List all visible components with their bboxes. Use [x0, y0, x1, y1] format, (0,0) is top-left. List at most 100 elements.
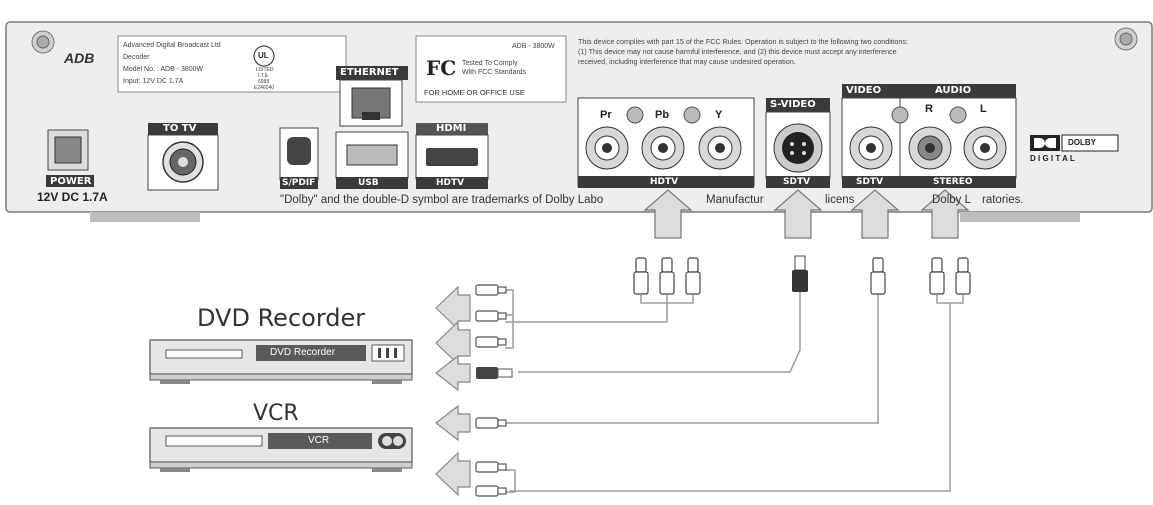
product-label-box [117, 35, 347, 93]
trademark-text-left: "Dolby" and the double-D symbol are trad… [280, 194, 604, 206]
dolby-logo: DOLBY [1068, 138, 1096, 147]
dvd-component-arrow2-icon [435, 320, 471, 366]
dvd-recorder-device [149, 339, 413, 384]
sdtv-video-label-bg [842, 176, 900, 188]
hdmi-hdtv-label: HDTV [436, 178, 465, 188]
usb-port-icon [335, 131, 409, 179]
power-spec: 12V DC 1.7A [37, 190, 108, 204]
component-hdtv-label: HDTV [650, 177, 679, 187]
dolby-double-d-icon [1030, 135, 1060, 151]
ethernet-label: ETHERNET [340, 67, 399, 78]
dvd-component-arrow-icon [435, 285, 471, 331]
fcc-line2: With FCC Standards [462, 69, 527, 76]
ul-sub1: LISTED [256, 67, 274, 73]
usb-label: USB [358, 178, 379, 188]
vcr-audio-arrow-icon [435, 451, 471, 497]
fcc-line1: Tested To Comply [462, 60, 518, 67]
l-label: L [980, 103, 987, 115]
trademark-text-end: ratories. [982, 194, 1024, 206]
ul-sub2: I.T.E. [258, 73, 270, 79]
input-arrows [643, 189, 970, 239]
audio-l-jack-icon [963, 126, 1007, 170]
power-label-bg [46, 175, 94, 187]
video-label: VIDEO [846, 85, 882, 96]
dvd-recorder-face-label: DVD Recorder [270, 347, 336, 358]
spdif-port-icon [279, 127, 319, 181]
y-label: Y [715, 109, 723, 121]
label-line1: Advanced Digital Broadcast Ltd [123, 42, 221, 49]
ul-sub3: 6988 [258, 79, 270, 85]
svideo-label: S-VIDEO [770, 99, 816, 110]
side-svideo-plug-icon [476, 367, 513, 379]
svideo-arrow-icon [773, 189, 823, 239]
coax-port-icon [162, 141, 204, 183]
ul-mark-icon [253, 45, 275, 67]
fcc-notice-1: This device complies with part 15 of the… [578, 37, 908, 46]
output-arrows [435, 285, 471, 497]
trademark-text-mid: Manufactur [706, 194, 764, 206]
svideo-sdtv-label-bg [766, 176, 830, 188]
label-line4: Input: 12V DC 1,7A [123, 78, 184, 85]
svideo-jack-icon [773, 123, 823, 173]
audio-label: AUDIO [935, 85, 972, 96]
audio-label-bg [900, 84, 1016, 98]
vcr-video-arrow-icon [435, 404, 471, 442]
usb-label-bg [336, 177, 408, 189]
component-hdtv-label-bg [578, 176, 754, 188]
ul-mark: UL [258, 51, 269, 60]
sdtv-video-label: SDTV [856, 177, 884, 187]
svideo-plug-icon [792, 255, 808, 292]
fcc-model: ADB - 3800W [512, 43, 555, 50]
fcc-notice-3: received, including interference that ma… [578, 57, 796, 66]
svideo-sdtv-label: SDTV [783, 177, 811, 187]
to-tv-label: TO TV [163, 123, 197, 134]
left-screw-icon [31, 30, 55, 54]
dvd-recorder-title: DVD Recorder [197, 304, 366, 332]
hdmi-label: HDMI [436, 123, 467, 134]
to-tv-label-bg [148, 123, 218, 135]
dolby-sub: D I G I T A L [1030, 154, 1075, 163]
ul-sub4: E246040 [254, 85, 275, 91]
trademark-text-mid2: licens [825, 194, 855, 206]
composite-video-jack-icon [849, 126, 893, 170]
vcr-face-label: VCR [308, 435, 330, 446]
right-screw-icon [1114, 27, 1138, 51]
stereo-label-bg [900, 176, 1016, 188]
hdmi-hdtv-label-bg [416, 177, 488, 189]
hdmi-port-icon [415, 134, 489, 180]
hdmi-label-bg [416, 123, 488, 135]
spdif-label: S/PDIF [282, 178, 316, 188]
spdif-label-bg [280, 177, 318, 189]
component-y-jack-icon [698, 126, 742, 170]
r-label: R [925, 103, 933, 115]
vcr-title: VCR [253, 401, 299, 426]
cables [498, 289, 964, 493]
label-line2: Decoder [123, 54, 150, 61]
dvd-svideo-arrow-icon [435, 354, 471, 392]
audio-arrow-icon [920, 189, 970, 239]
video-label-bg [842, 84, 900, 98]
rear-panel [5, 21, 1153, 222]
rca-plugs [633, 257, 971, 295]
component-pr-jack-icon [585, 126, 629, 170]
fcc-label-box [415, 35, 567, 103]
component-arrow-icon [643, 189, 693, 239]
ethernet-label-bg [336, 66, 408, 80]
pr-label: Pr [600, 109, 612, 121]
component-pb-jack-icon [641, 126, 685, 170]
power-jack-icon [47, 129, 89, 171]
fcc-logo: FC [426, 56, 457, 80]
pb-label: Pb [655, 109, 670, 121]
svideo-label-bg [766, 98, 830, 112]
ethernet-port-icon [339, 79, 403, 127]
side-plugs [475, 284, 507, 497]
vcr-device [149, 427, 413, 472]
audio-r-jack-icon [908, 126, 952, 170]
adb-logo: ADB [64, 50, 95, 66]
trademark-text-right: Dolby L [932, 194, 971, 206]
fcc-notice-2: (1) This device may not cause harmful in… [578, 47, 897, 56]
power-label: POWER [50, 176, 92, 187]
stereo-label: STEREO [933, 177, 973, 187]
fcc-line3: FOR HOME OR OFFICE USE [424, 88, 525, 97]
